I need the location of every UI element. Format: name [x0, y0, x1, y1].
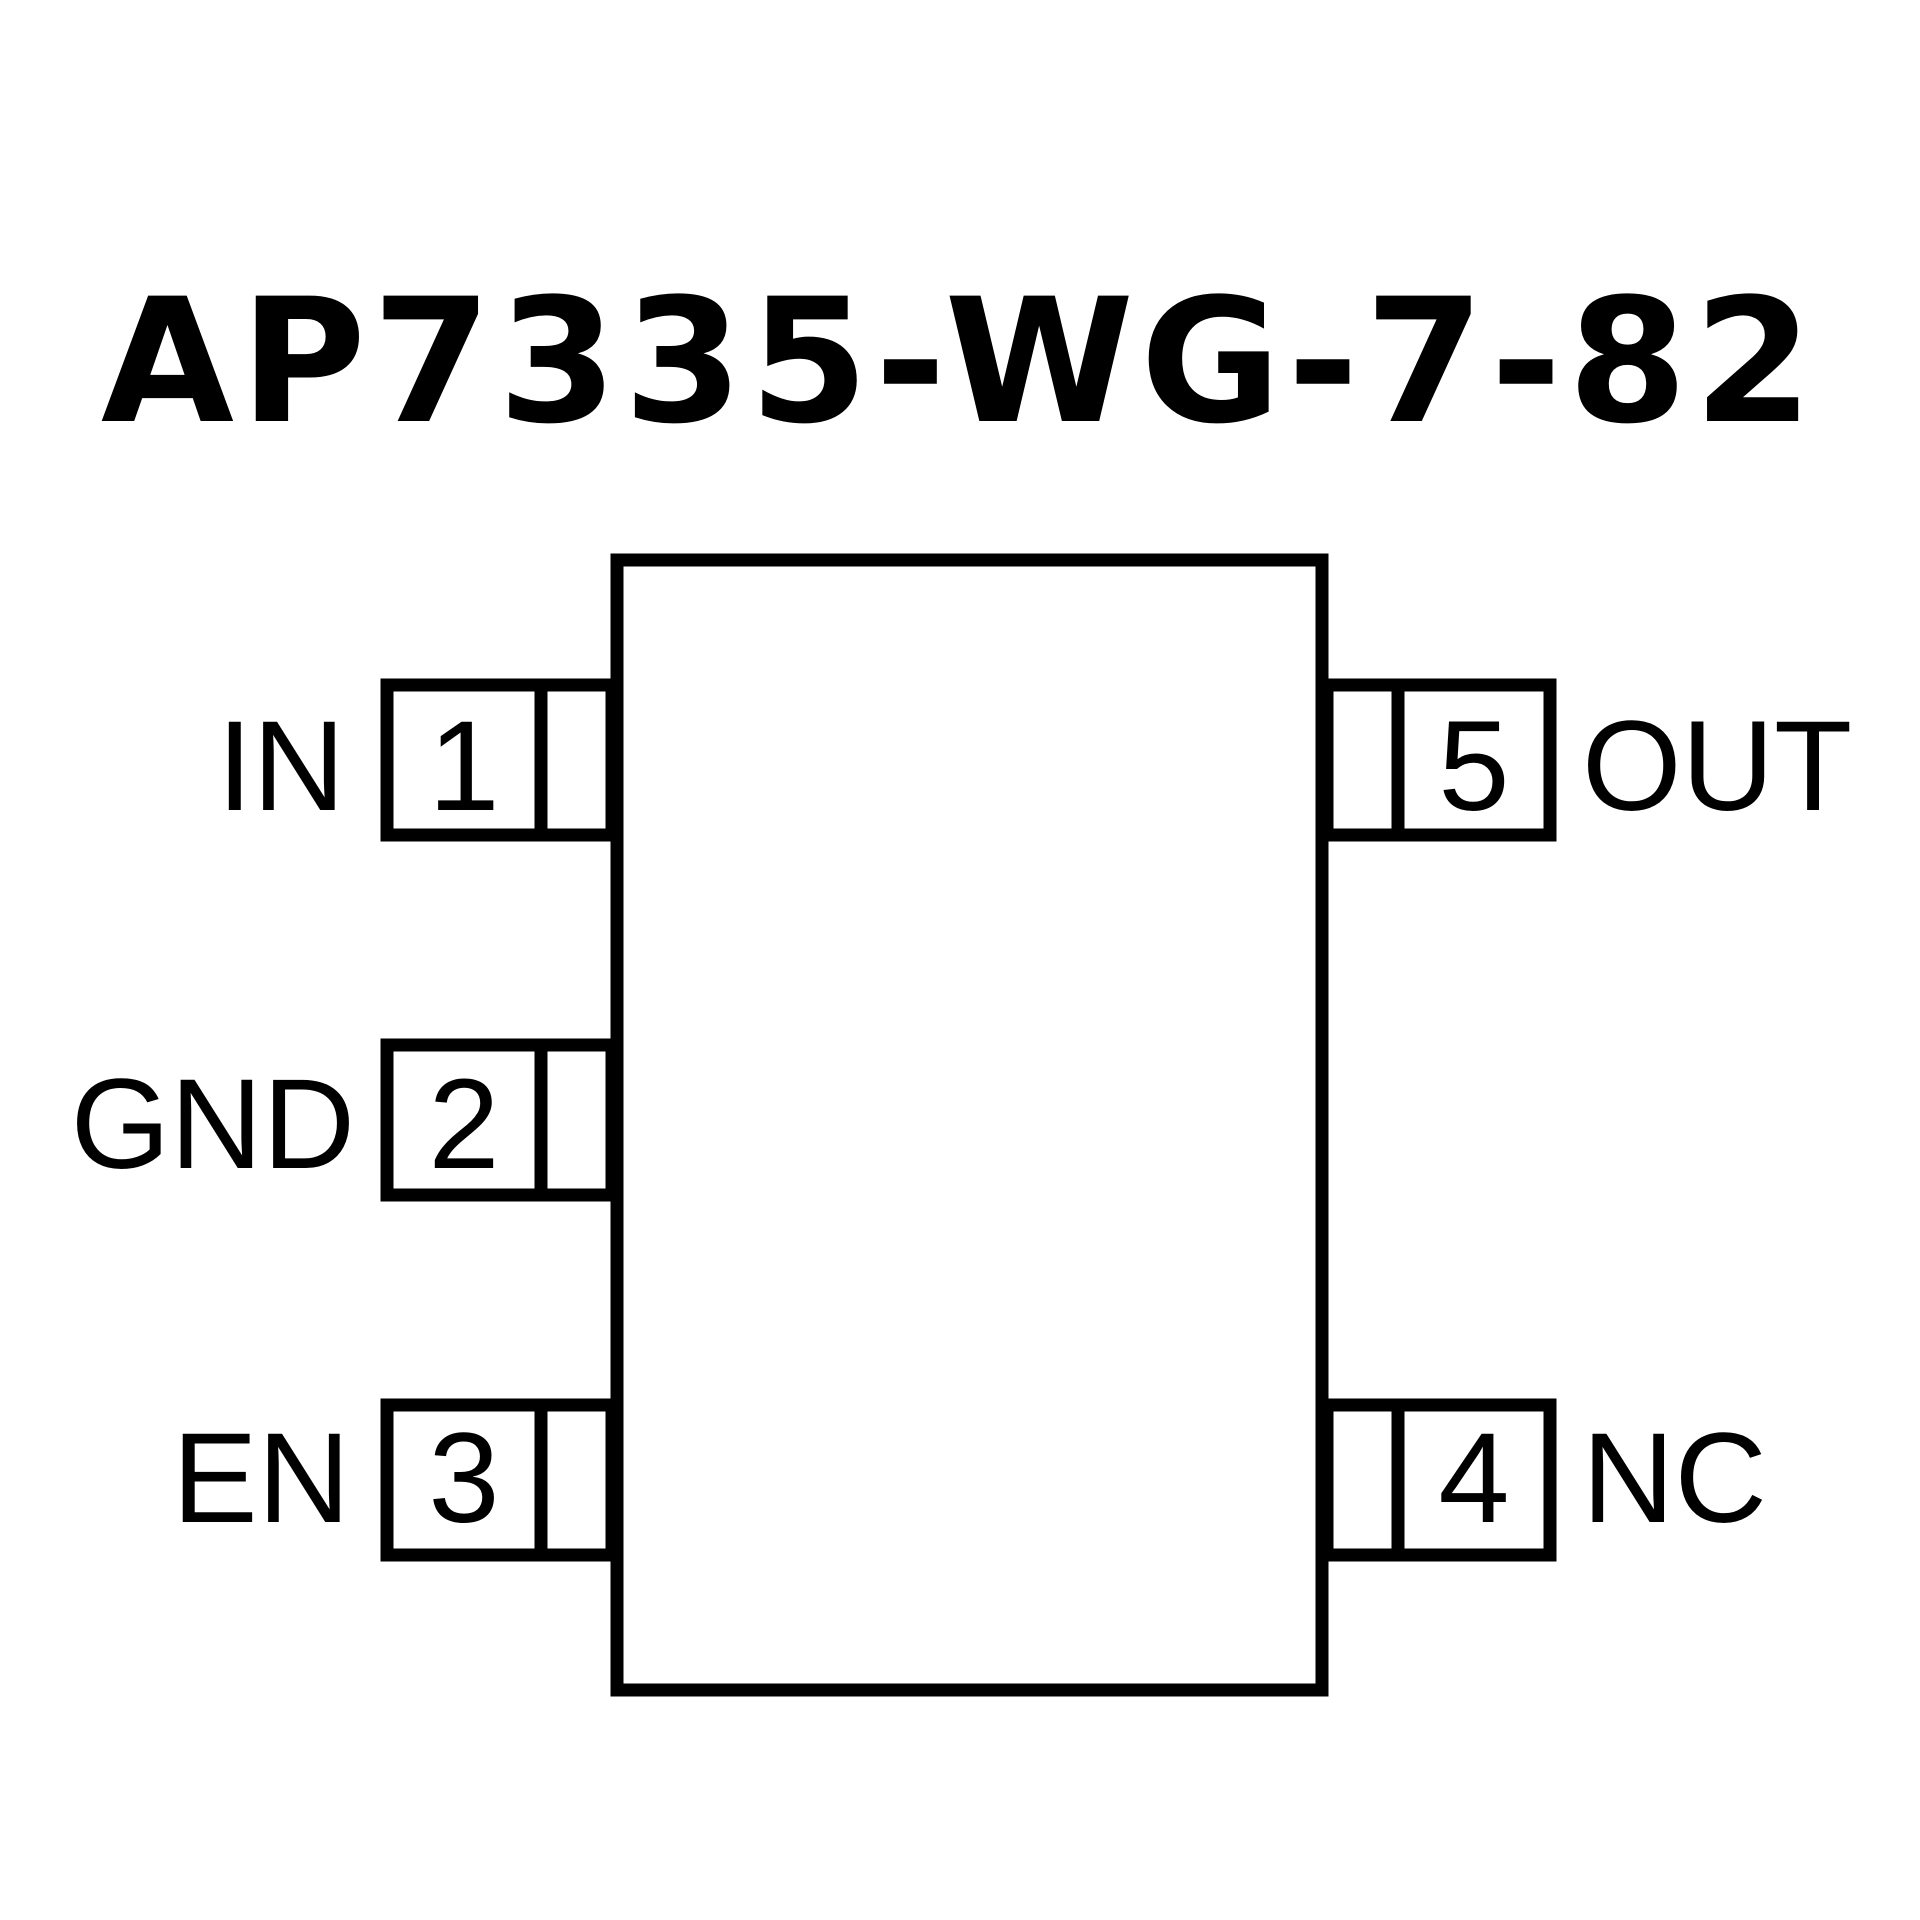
pin-3-number: 3: [428, 1407, 499, 1550]
pin-2-number: 2: [428, 1053, 499, 1196]
pin-5-number: 5: [1438, 695, 1509, 838]
pin-1-lead: [380, 678, 619, 842]
ic-package-body: [610, 553, 1329, 1697]
pin-3-lead: [380, 1398, 619, 1562]
pin-4-lead: [1320, 1398, 1557, 1562]
pin-4-label: NC: [1582, 1407, 1767, 1550]
pin-5-lead: [1320, 678, 1557, 842]
pin-1-number: 1: [428, 695, 499, 838]
part-number-title: AP7335-WG-7-82: [100, 261, 1820, 462]
pin-4: 4 NC: [1320, 1398, 1767, 1562]
pin-3: 3 EN: [172, 1398, 619, 1562]
pin-1: 1 IN: [217, 678, 619, 842]
pin-2-label: GND: [71, 1053, 355, 1196]
pin-2-lead: [380, 1038, 619, 1202]
pin-2: 2 GND: [71, 1038, 619, 1202]
pin-5: 5 OUT: [1320, 678, 1852, 842]
pin-4-number: 4: [1438, 1407, 1509, 1550]
pin-5-label: OUT: [1582, 695, 1852, 838]
pin-3-label: EN: [172, 1407, 350, 1550]
pin-1-label: IN: [217, 695, 345, 838]
